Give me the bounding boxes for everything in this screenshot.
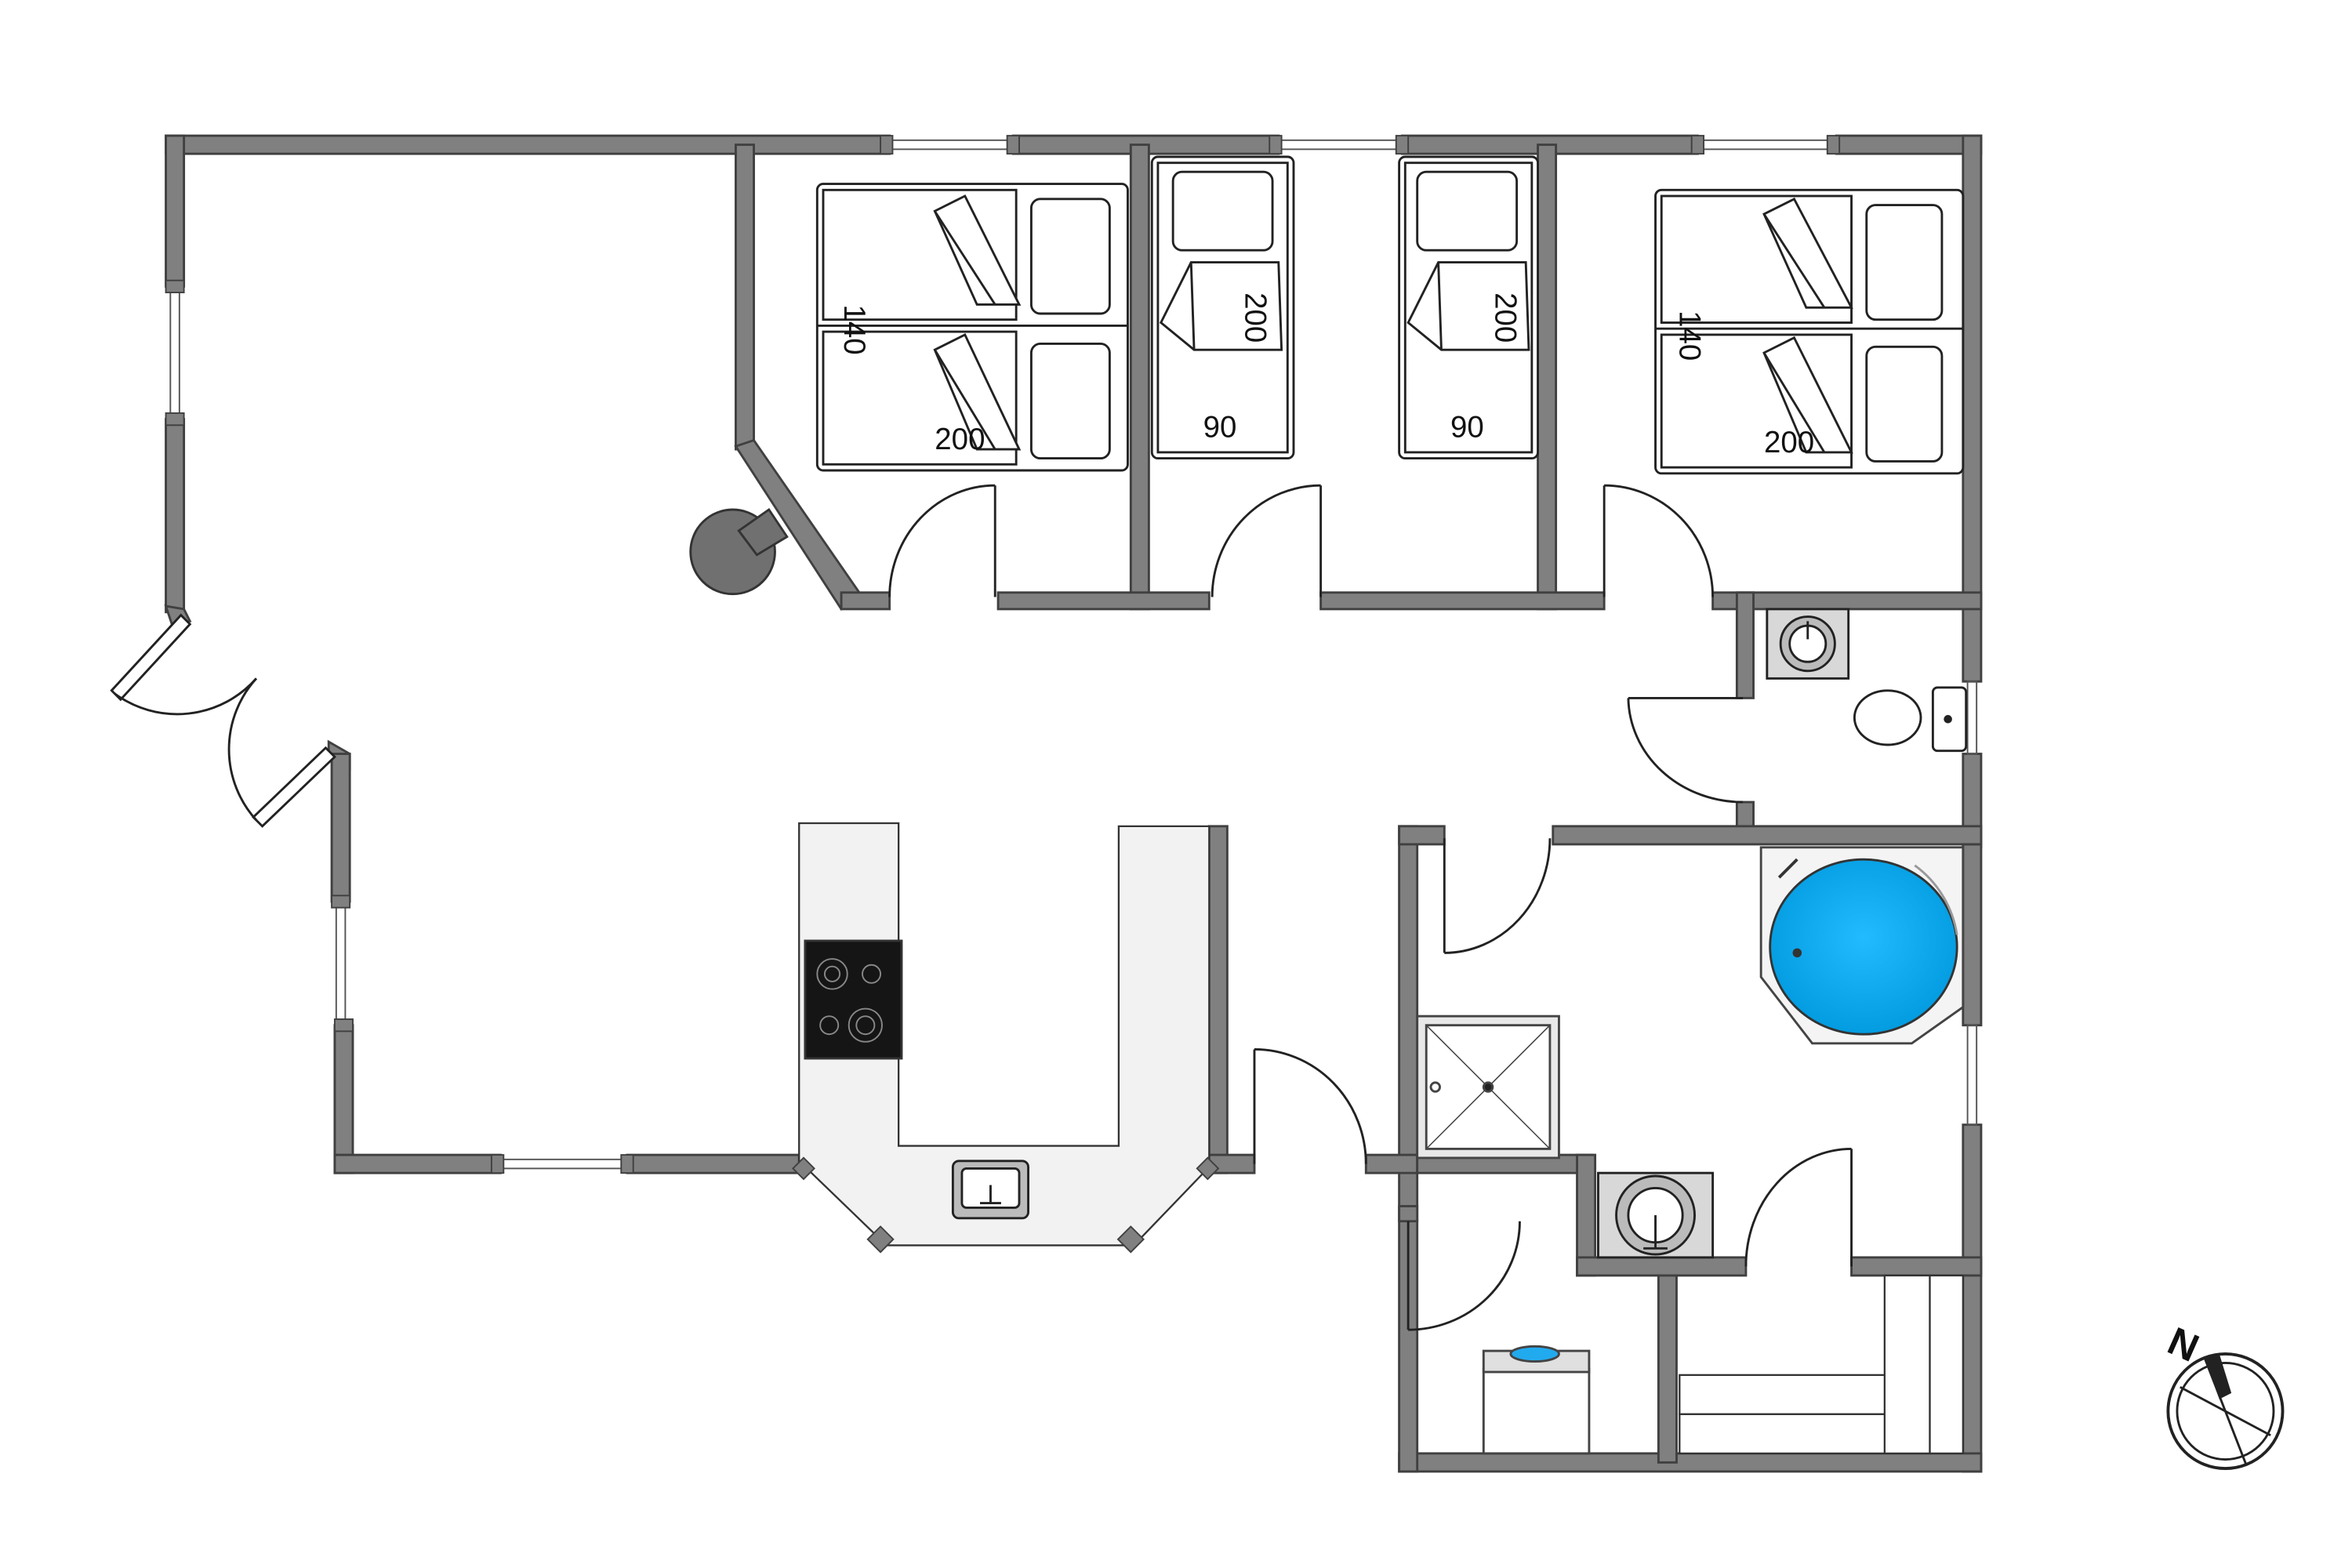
window-end <box>1690 135 1705 155</box>
hot-tub-icon <box>1759 846 1965 1045</box>
door-entrance-leaf-1 <box>110 613 192 702</box>
washbasin-icon <box>1597 1171 1715 1259</box>
door-entrance-swing-1 <box>114 677 258 716</box>
wall-bath-top-left <box>1398 825 1446 846</box>
wood-stove-icon <box>689 507 789 596</box>
window-left-2 <box>335 901 347 1026</box>
wall-hall-bottom <box>1364 1153 1419 1174</box>
wall-bottom-annex <box>1398 1452 1983 1473</box>
door-sauna-swing <box>1744 1147 1852 1267</box>
walls <box>164 134 1983 1473</box>
window-end <box>1395 135 1410 155</box>
single-bed-icon <box>1398 155 1539 460</box>
wall-utility-sauna <box>1657 1274 1678 1464</box>
window-end <box>1826 135 1841 155</box>
wall-annex-left <box>1398 825 1419 1473</box>
bed4-length-label: 200 <box>1764 426 1814 459</box>
kitchen-sink-icon <box>951 1160 1029 1220</box>
wall-left-low <box>333 1024 354 1174</box>
wall-bath-inner-4 <box>1850 1256 1983 1277</box>
wall-bed1-bed2 <box>1129 143 1150 611</box>
wall-bed-bottom-3 <box>1319 591 1606 611</box>
window-end <box>490 1154 505 1174</box>
door-hall-swing <box>1254 1048 1367 1164</box>
wall-left-mid <box>330 753 351 903</box>
toilet-icon <box>1853 686 1968 753</box>
bed3-length-label: 200 <box>1489 292 1523 343</box>
window-end <box>331 895 351 909</box>
wall-wc-bottom <box>1552 825 1983 846</box>
door-bath-swing <box>1444 838 1552 954</box>
bed4-width-label: 140 <box>1672 310 1706 361</box>
door-entrance-leaf-2 <box>252 746 336 828</box>
bed1-width-label: 140 <box>837 304 871 354</box>
door-wc-swing <box>1627 698 1744 804</box>
window-bottom-1 <box>499 1158 628 1170</box>
wall-right-mid2 <box>1962 843 1983 1027</box>
wall-kitchen-right <box>1207 825 1229 1174</box>
wall-bottom-living <box>333 1153 502 1174</box>
door-bed4-swing <box>1604 484 1715 597</box>
wall-bottom-living-2 <box>626 1153 800 1174</box>
window-end <box>1269 135 1283 155</box>
window-top-2 <box>1277 139 1403 151</box>
wall-bath-inner-3 <box>1576 1256 1748 1277</box>
stove-icon <box>804 939 903 1060</box>
wall-wc-left-upper <box>1735 591 1755 699</box>
window-end <box>165 412 185 426</box>
washing-machine-icon <box>1482 1345 1591 1455</box>
wall-left-upper <box>165 134 186 288</box>
window-top-3 <box>1697 139 1838 151</box>
window-right-1 <box>1966 681 1978 755</box>
wall-top-left <box>165 134 891 155</box>
door-entrance-swing-2 <box>227 677 257 822</box>
wall-top-right <box>1835 134 1983 155</box>
bed2-width-label: 90 <box>1203 411 1237 445</box>
wall-utility-top <box>1398 1205 1419 1223</box>
window-left-1 <box>169 285 180 420</box>
washbasin-icon <box>1766 608 1850 680</box>
door-utility-swing <box>1408 1221 1521 1331</box>
window-end <box>333 1018 354 1033</box>
window-right-2 <box>1966 1024 1978 1126</box>
window-end <box>165 279 185 294</box>
doors <box>110 484 1853 1331</box>
window-top-1 <box>888 139 1014 151</box>
wall-bed-bottom-2 <box>996 591 1210 611</box>
door-bed1-swing <box>888 484 996 597</box>
window-ends <box>165 135 1841 1174</box>
double-bed-icon <box>1654 188 1965 475</box>
bed3-width-label: 90 <box>1450 411 1484 445</box>
window-end <box>880 135 894 155</box>
sauna-bench-icon <box>1679 1274 1964 1454</box>
bed1-length-label: 200 <box>935 423 985 456</box>
bed2-length-label: 200 <box>1238 292 1272 343</box>
wall-right-lower <box>1962 1123 1983 1473</box>
double-bed-icon <box>815 183 1129 472</box>
north-arrow-icon <box>2166 1352 2285 1470</box>
wall-left-lower <box>165 418 186 614</box>
wall-bed3-bed4 <box>1537 143 1558 611</box>
window-end <box>1006 135 1020 155</box>
door-bed2-swing <box>1210 484 1321 597</box>
window-end <box>620 1154 634 1174</box>
window-ends <box>792 1156 1220 1254</box>
wall-bed1-left <box>735 143 755 451</box>
single-bed-icon <box>1150 155 1295 460</box>
wall-bed-bottom-1 <box>840 591 891 611</box>
shower-icon <box>1416 1014 1560 1160</box>
